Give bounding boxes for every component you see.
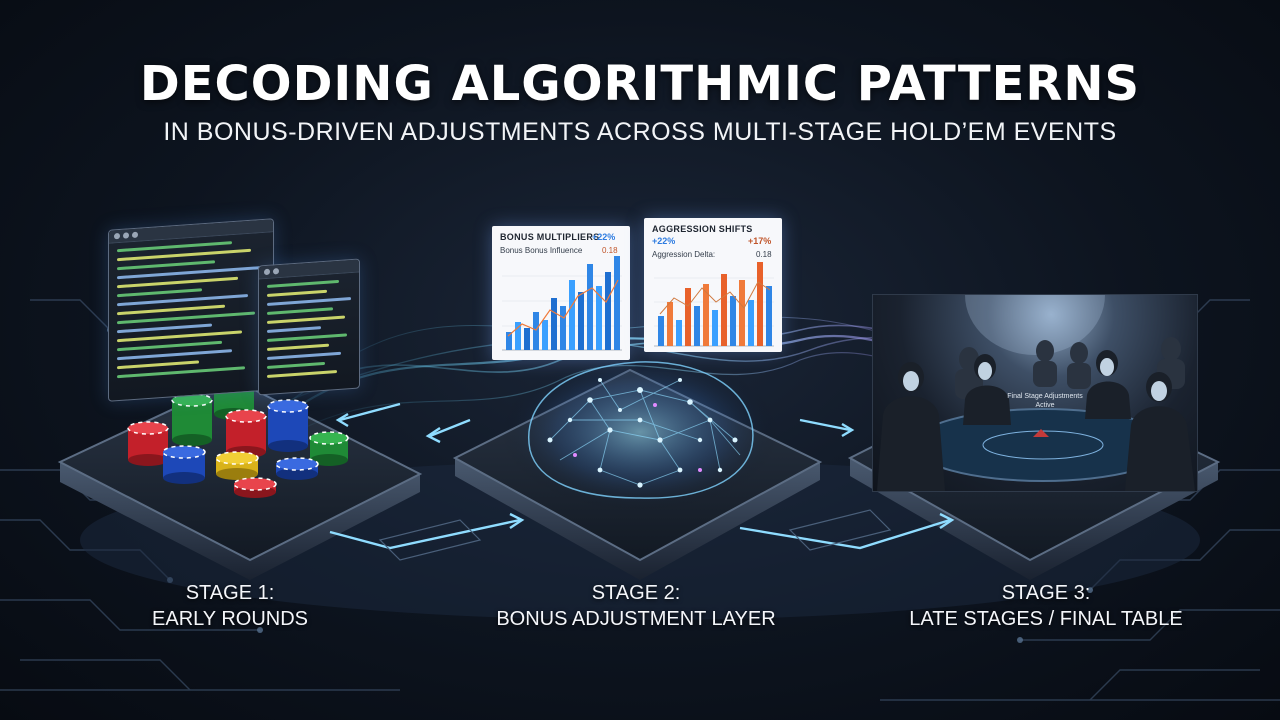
bonus-bar	[551, 298, 557, 350]
bonus-bar	[560, 306, 566, 350]
aggression-bar	[694, 306, 700, 346]
stage-1-number: STAGE 1:	[185, 582, 275, 604]
aggression-bar	[748, 300, 754, 346]
aggression-bar	[658, 316, 664, 346]
stage-2-name: BONUS ADJUSTMENT LAYER	[496, 608, 776, 630]
aggression-panel-title: AGGRESSION SHIFTS	[652, 224, 753, 234]
stage-3-number: STAGE 3:	[1001, 582, 1091, 604]
bonus-bar	[542, 320, 548, 350]
stage-1-name: EARLY ROUNDS	[152, 608, 308, 630]
aggression-bar	[730, 296, 736, 346]
aggression-panel-pct-right: +17%	[748, 236, 772, 246]
aggression-bar	[757, 262, 763, 346]
neural-brain	[500, 352, 780, 512]
aggression-bar	[703, 284, 709, 346]
bonus-bar-chart	[502, 256, 622, 351]
poker-chip-stacks	[127, 377, 349, 498]
page-title: DECODING ALGORITHMIC PATTERNS	[139, 56, 1141, 112]
bonus-bar	[569, 280, 575, 350]
bonus-panel-value: 0.18	[602, 246, 618, 255]
stage-3-label: STAGE 3: LATE STAGES / FINAL TABLE	[896, 580, 1196, 632]
code-window-back	[108, 218, 274, 402]
aggression-bar	[676, 320, 682, 346]
aggression-bar	[712, 310, 718, 346]
aggression-panel-pct-left: +22%	[652, 236, 676, 246]
aggression-bar-chart	[654, 262, 774, 347]
code-window-front	[258, 258, 360, 396]
bonus-panel-subtitle: Bonus Bonus Influence	[500, 246, 583, 255]
bonus-bar	[524, 328, 530, 350]
bonus-bar	[614, 256, 620, 350]
aggression-bar	[739, 280, 745, 346]
bonus-bar	[515, 322, 521, 350]
bonus-panel-title: BONUS MULTIPLIERS	[500, 232, 600, 242]
bonus-bar	[578, 292, 584, 350]
final-table-photo	[872, 294, 1198, 492]
bonus-bar	[596, 286, 602, 350]
aggression-bar	[721, 274, 727, 346]
bonus-bar	[587, 264, 593, 350]
stage-1-label: STAGE 1: EARLY ROUNDS	[110, 580, 350, 632]
aggression-shifts-panel: AGGRESSION SHIFTS +22% +17% Aggression D…	[644, 218, 782, 352]
flow-arrows	[329, 402, 955, 550]
bonus-multipliers-panel: BONUS MULTIPLIERS +22% Bonus Bonus Influ…	[492, 226, 630, 360]
bonus-bar	[506, 332, 512, 350]
aggression-bar	[667, 302, 673, 346]
bonus-bar	[605, 272, 611, 350]
aggression-bar	[766, 286, 772, 346]
aggression-panel-subtitle: Aggression Delta:	[652, 250, 716, 259]
final-table-scene	[877, 295, 1195, 491]
stage-2-number: STAGE 2:	[591, 582, 681, 604]
final-table-caption: Final Stage Adjustments Active	[1007, 393, 1083, 409]
stage-2-label: STAGE 2: BONUS ADJUSTMENT LAYER	[476, 580, 796, 632]
bonus-bar	[533, 312, 539, 350]
aggression-panel-value: 0.18	[756, 250, 772, 259]
stage-3-name: LATE STAGES / FINAL TABLE	[909, 608, 1183, 630]
page-subtitle: IN BONUS-DRIVEN ADJUSTMENTS ACROSS MULTI…	[163, 118, 1117, 146]
aggression-bar	[685, 288, 691, 346]
bonus-panel-pct: +22%	[592, 232, 616, 242]
